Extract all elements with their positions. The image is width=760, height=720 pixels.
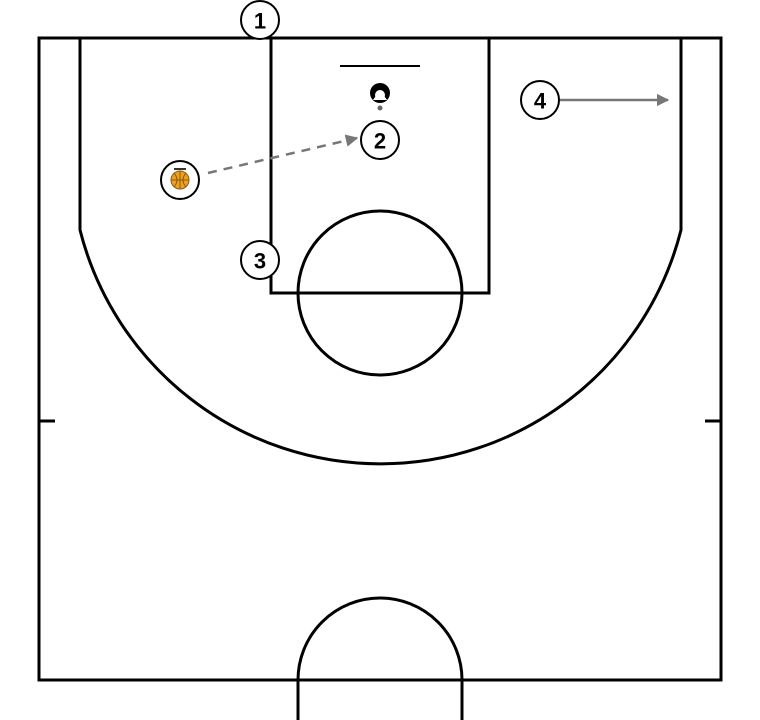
center-circle: [296, 596, 464, 720]
player-3-label: 3: [254, 249, 266, 274]
three-point-line: [78, 38, 683, 466]
basket-icon: [370, 83, 390, 111]
player-3[interactable]: 3: [240, 240, 280, 280]
player-1[interactable]: 1: [240, 0, 280, 40]
player-4[interactable]: 4: [520, 80, 560, 120]
player-2-label: 2: [374, 129, 386, 154]
court-boundary: [37, 36, 723, 682]
player-1-label: 1: [254, 9, 266, 34]
free-throw-circle: [296, 209, 464, 377]
basketball-icon: [170, 168, 190, 190]
player-4-label: 4: [534, 89, 547, 114]
player-2[interactable]: 2: [360, 120, 400, 160]
pass-arrow: [207, 134, 359, 175]
ball-holder[interactable]: [160, 160, 200, 200]
paint-lane: [269, 38, 491, 295]
